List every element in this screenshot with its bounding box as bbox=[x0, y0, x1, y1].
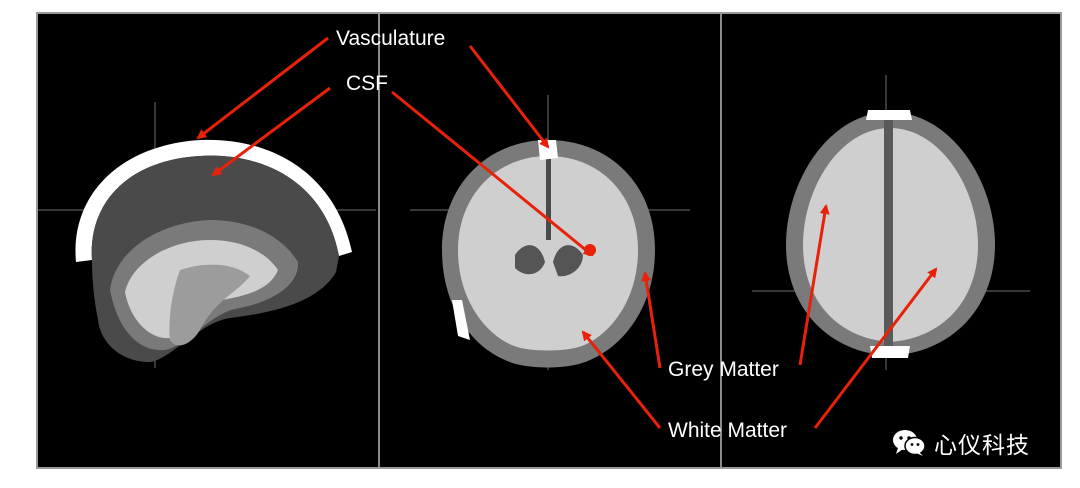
panel-divider-right bbox=[720, 14, 722, 467]
arrow-grey-axial bbox=[798, 204, 830, 366]
coronal-midline bbox=[546, 150, 551, 240]
coronal-brain-view bbox=[442, 140, 655, 368]
coronal-ventricles bbox=[515, 245, 583, 277]
axial-midline bbox=[884, 120, 893, 350]
label-vasculature: Vasculature bbox=[336, 27, 446, 50]
wechat-icon bbox=[893, 430, 926, 456]
panel-divider-left bbox=[378, 14, 380, 467]
watermark: 心仪科技 bbox=[892, 426, 1030, 460]
arrow-csf-sagittal bbox=[211, 86, 331, 177]
arrow-csf-coronal bbox=[391, 90, 594, 257]
sagittal-brainstem bbox=[169, 264, 250, 346]
label-csf: CSF bbox=[346, 72, 388, 95]
sagittal-brain-view bbox=[75, 139, 352, 362]
axial-brain-view bbox=[786, 110, 995, 358]
arrow-white-coronal bbox=[581, 330, 662, 429]
sagittal-vasculature-band bbox=[75, 139, 352, 262]
coronal-vasculature bbox=[452, 140, 558, 340]
arrow-grey-coronal bbox=[641, 271, 662, 369]
annotation-arrows bbox=[196, 36, 938, 429]
arrow-white-axial bbox=[813, 267, 938, 429]
arrow-vasculature-coronal bbox=[468, 45, 550, 149]
arrow-vasculature-sagittal bbox=[196, 36, 329, 140]
coronal-white-matter bbox=[458, 156, 638, 351]
label-white-matter: White Matter bbox=[668, 419, 788, 442]
label-grey-matter: Grey Matter bbox=[668, 358, 779, 381]
watermark-text: 心仪科技 bbox=[934, 433, 1030, 459]
